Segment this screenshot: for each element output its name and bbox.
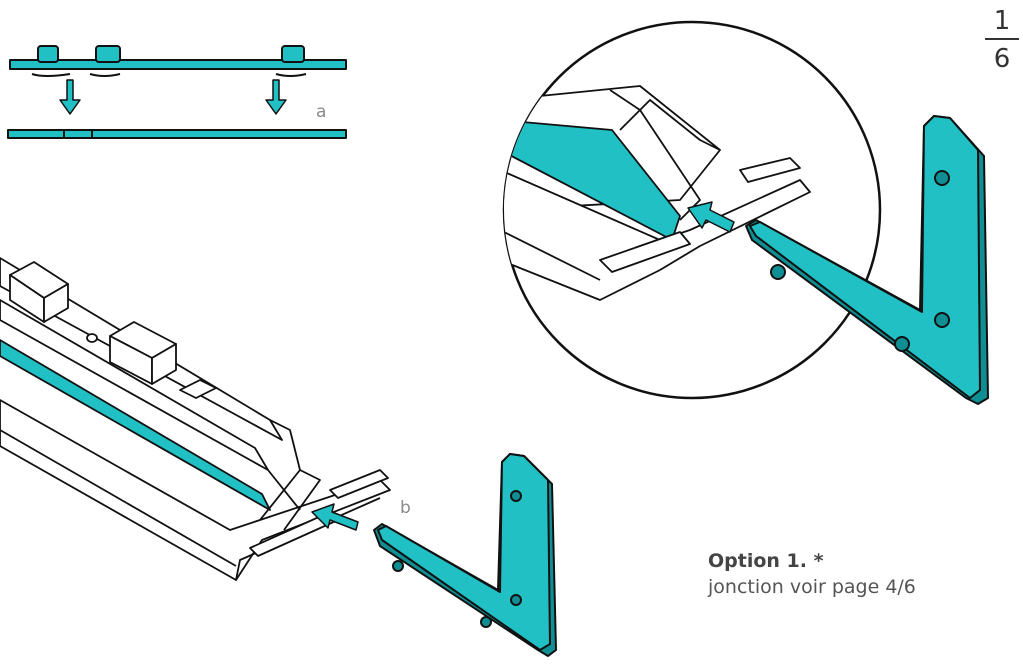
spacer-block-2 [95, 45, 121, 63]
page-total: 6 [993, 44, 1011, 74]
bracket-hole [510, 490, 522, 502]
step-label-a: a [316, 102, 327, 122]
led-strip [0, 339, 271, 511]
spacer-block-1 [37, 45, 59, 63]
step-a-strips [7, 45, 347, 139]
arrow-left-icon [311, 503, 359, 531]
arrow-down-icon [265, 79, 287, 115]
step-label-b: b [400, 498, 411, 518]
bracket-hole [934, 170, 950, 186]
profile-components [9, 261, 217, 399]
arrow-down-icon [59, 79, 81, 115]
caption: Option 1. * jonction voir page 4/6 [708, 550, 916, 598]
bare-strip [7, 129, 347, 139]
caption-text: jonction voir page 4/6 [708, 576, 916, 598]
spacer-block-3 [281, 45, 305, 63]
bracket-hole [480, 616, 492, 628]
page-number: 1 6 [985, 6, 1019, 74]
led-strip-zoom [504, 119, 681, 241]
bracket-hole [894, 336, 910, 352]
l-bracket-zoom [745, 115, 989, 405]
screw-hole [86, 333, 98, 343]
bracket-hole [770, 264, 786, 280]
strip-with-spacers [9, 59, 347, 70]
small-switch [179, 379, 217, 399]
fraction-bar [985, 38, 1019, 40]
bracket-hole [934, 312, 950, 328]
bracket-hole [510, 594, 522, 606]
bracket-hole [392, 560, 404, 572]
caption-title: Option 1. * [708, 550, 824, 572]
page-current: 1 [993, 6, 1011, 36]
arrow-left-icon [687, 201, 735, 233]
l-bracket-b [373, 453, 557, 657]
